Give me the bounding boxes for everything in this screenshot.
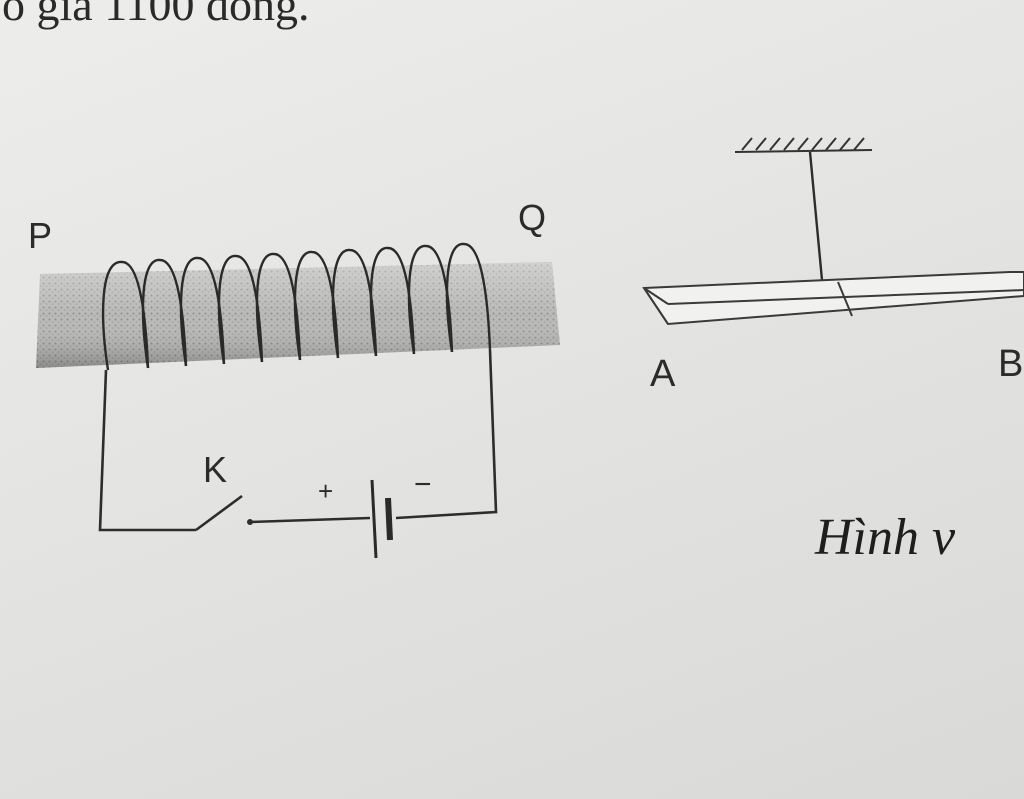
label-k: K xyxy=(203,449,227,490)
battery xyxy=(370,479,393,559)
label-p: P xyxy=(28,215,52,256)
figure-caption: Hình v xyxy=(815,509,956,566)
label-a: A xyxy=(650,353,676,395)
solenoid-coil xyxy=(101,242,492,371)
label-q: Q xyxy=(518,197,546,238)
circuit-wires xyxy=(98,349,498,532)
switch-k[interactable] xyxy=(195,494,253,532)
label-b: B xyxy=(998,343,1023,385)
ceiling-support xyxy=(734,137,873,153)
bar-magnet xyxy=(642,271,1024,326)
battery-plus-label: + xyxy=(318,476,333,506)
question-text-fragment: o giá 1100 đồng. xyxy=(2,0,310,30)
thread xyxy=(808,151,824,281)
battery-minus-label: − xyxy=(414,468,432,501)
